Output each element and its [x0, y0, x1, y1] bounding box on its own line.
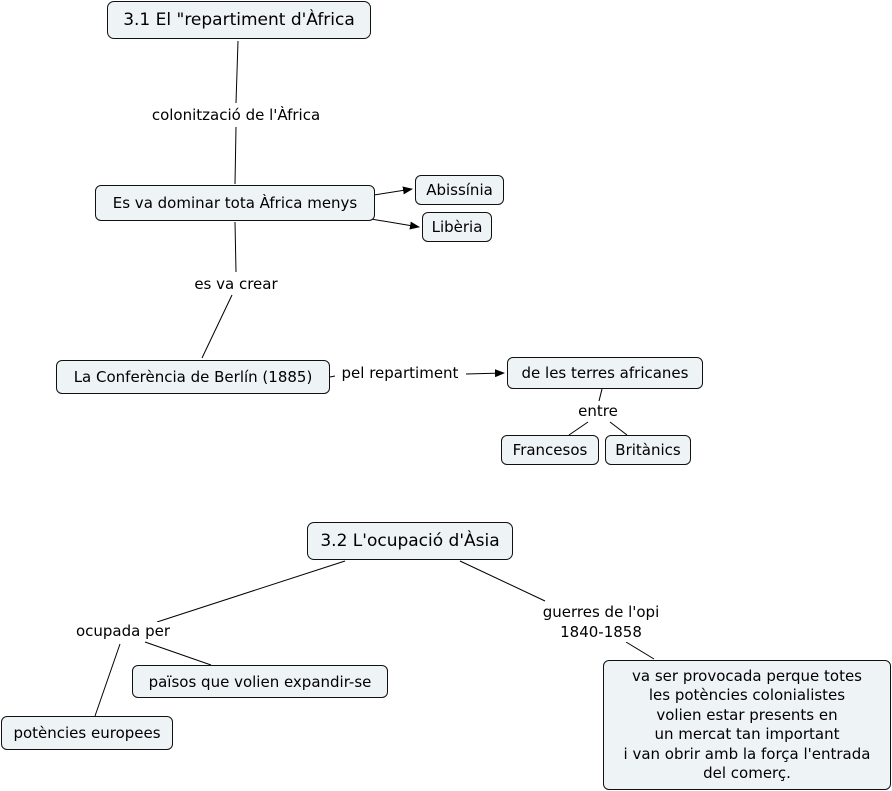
provocada-line-1: va ser provocada perque totes — [632, 666, 862, 685]
concept-title-asia[interactable]: 3.2 L'ocupació d'Àsia — [307, 522, 513, 560]
edge-conferencia-to-repartiment — [329, 375, 336, 378]
provocada-line-5: i van obrir amb la força l'entrada — [623, 744, 871, 763]
link-label-es-va-crear: es va crear — [189, 275, 283, 294]
concept-provocada[interactable]: va ser provocada perque totes les potènc… — [603, 660, 891, 790]
concept-title-africa[interactable]: 3.1 El "repartiment d'Àfrica — [107, 1, 371, 39]
edge-guerres-to-provocada — [625, 641, 655, 660]
link-label-guerres-line-2: 1840-1858 — [560, 623, 642, 641]
concept-terres-africanes[interactable]: de les terres africanes — [507, 357, 703, 389]
link-label-entre: entre — [573, 402, 623, 421]
edge-ocupada-to-potencies — [94, 643, 121, 717]
edge-title-to-colonitzacio — [235, 40, 239, 104]
concept-liberia[interactable]: Libèria — [422, 212, 492, 242]
edge-terres-to-entre — [598, 388, 603, 402]
edge-dominar-to-liberia — [370, 218, 420, 230]
edge-repartiment-to-terres — [465, 369, 505, 378]
edge-ocupada-to-paisos — [144, 641, 212, 666]
edge-entre-to-britanics — [609, 421, 628, 436]
concept-dominar-africa[interactable]: Es va dominar tota Àfrica menys — [95, 185, 375, 221]
concept-abissinia[interactable]: Abissínia — [415, 175, 504, 205]
concept-britanics[interactable]: Britànics — [605, 435, 691, 465]
edge-title2-to-guerres — [459, 560, 546, 602]
edge-colonitzacio-to-dominar — [234, 126, 237, 185]
edge-entre-to-francesos — [568, 421, 589, 436]
edge-crear-to-conferencia — [201, 294, 233, 359]
concept-francesos[interactable]: Francesos — [501, 435, 599, 465]
concept-potencies-europees[interactable]: potències europees — [1, 716, 173, 750]
link-label-guerres-opi: guerres de l'opi 1840-1858 — [530, 602, 672, 642]
concept-conferencia-berlin[interactable]: La Conferència de Berlín (1885) — [56, 360, 330, 394]
link-label-colonitzacio: colonització de l'Àfrica — [145, 106, 327, 125]
provocada-line-6: del comerç. — [703, 764, 791, 782]
edge-dominar-to-abissinia — [373, 186, 413, 196]
link-label-pel-repartiment: pel repartiment — [335, 364, 465, 383]
provocada-line-3: volien estar presents en — [656, 705, 838, 724]
provocada-line-4: un mercat tan important — [654, 725, 840, 743]
link-label-ocupada-per: ocupada per — [70, 622, 176, 641]
edge-title2-to-ocupada — [156, 560, 346, 623]
edge-dominar-to-crear — [234, 221, 237, 273]
provocada-line-2: les potències colonialistes — [648, 686, 846, 704]
concept-paisos-expandir[interactable]: països que volien expandir-se — [132, 665, 388, 698]
link-label-guerres-line-1: guerres de l'opi — [542, 603, 660, 621]
